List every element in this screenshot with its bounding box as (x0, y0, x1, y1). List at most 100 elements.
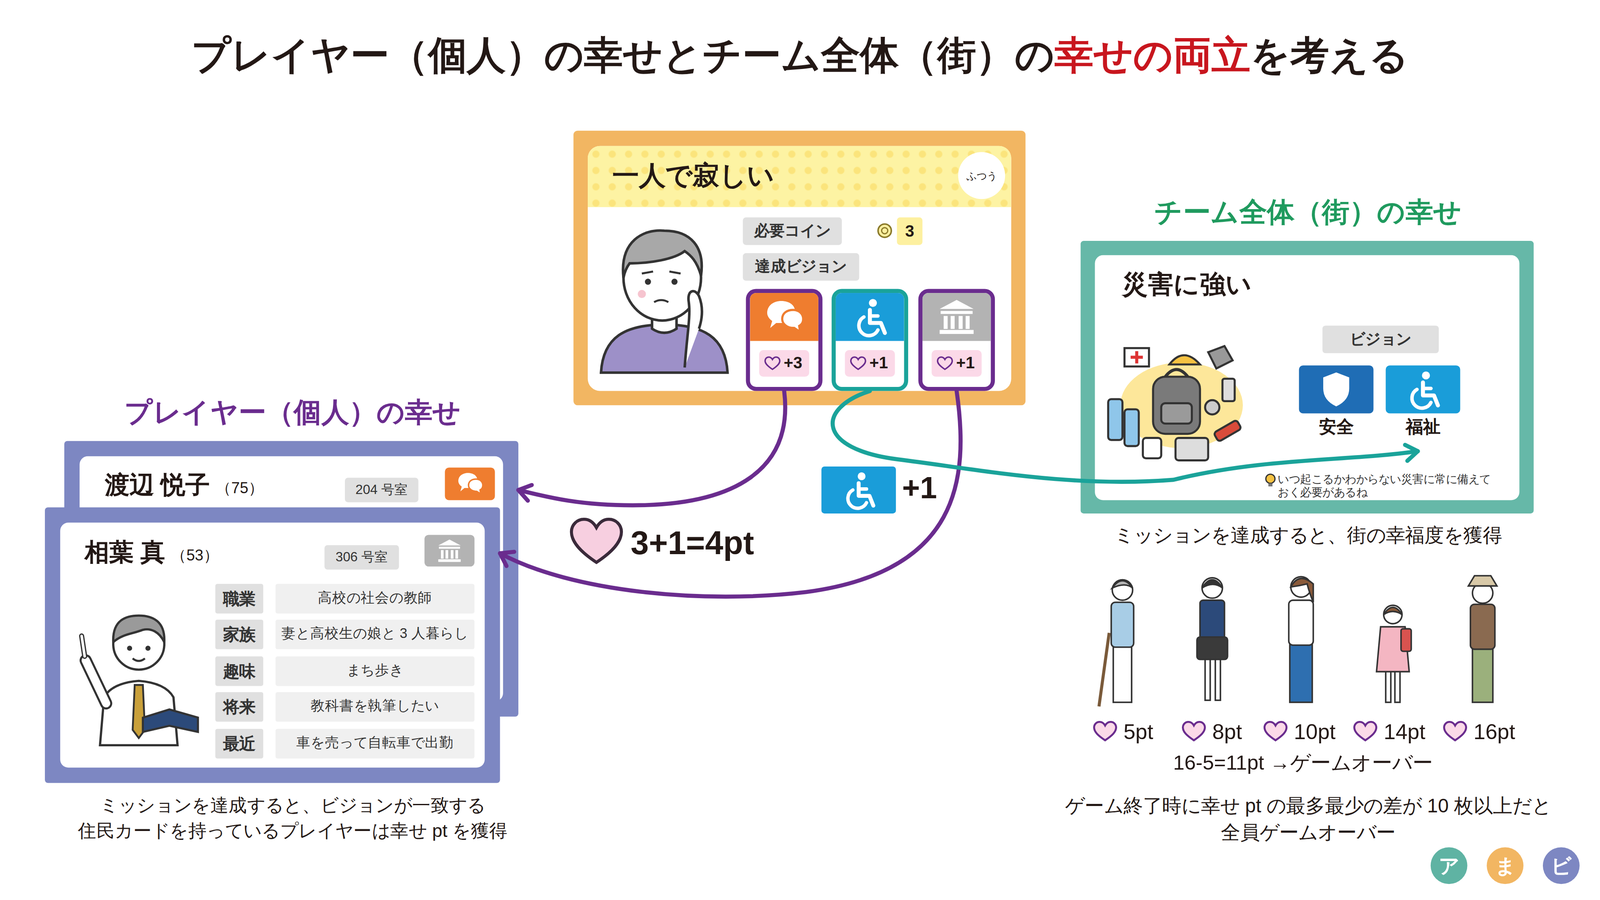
wheel-icon-box (821, 466, 896, 514)
wheel-icon (1385, 365, 1461, 414)
vision-card: 災害に強いいつ起こるかわからない災害に常に備えておく必要があるね ビジョン安全福祉 (1080, 240, 1534, 514)
wheel-icon (835, 292, 905, 341)
text-label: いつ起こるかわからない災害に常に備えておく必要があるね (1277, 472, 1497, 499)
text-label: ビ (1550, 853, 1572, 877)
text-label: ゲーム終了時に幸せ pt の最多最少の差が 10 枚以上だと 全員ゲームオーバー (1032, 793, 1584, 846)
coin-value: 3 (897, 217, 923, 246)
teacher-figure (71, 597, 204, 746)
connector (832, 391, 1419, 482)
text-label: 教科書を執筆したい (310, 699, 440, 715)
text-label: 最近 (223, 734, 256, 752)
supplies-illustration (1101, 341, 1251, 465)
wheel-icon-box (835, 292, 905, 341)
vision-box: +1 (918, 288, 995, 391)
label-slot: 5pt (1123, 718, 1154, 745)
text-slot: 一人で寂しい (612, 160, 775, 193)
text-label: 14pt (1383, 718, 1426, 745)
table-key: 将来 (215, 691, 264, 722)
text-label: ふつう (966, 169, 997, 182)
chat-icon-box (749, 292, 819, 341)
text-label: 福祉 (1385, 417, 1461, 438)
text-label: ア (1438, 853, 1460, 877)
text-label: 16pt (1473, 718, 1516, 745)
label-slot: ミッションを達成すると、ビジョンが一致する 住民カードを持っているプレイヤーは幸… (37, 793, 549, 845)
text-slot: +3 (783, 352, 803, 375)
text-slot: +1 (955, 352, 975, 375)
connector-line (518, 391, 786, 506)
logo-circle: ま (1486, 846, 1524, 884)
label-slot: 14pt (1383, 718, 1426, 745)
text-label: プレイヤー（個人）の幸せ (78, 396, 508, 430)
text-label: 204 号室 (355, 482, 408, 497)
label-slot: ミッションを達成すると、街の幸福度を獲得 (1022, 524, 1594, 548)
label-slot: ゲーム終了時に幸せ pt の最多最少の差が 10 枚以上だと 全員ゲームオーバー (1032, 793, 1584, 846)
vision-box: +3 (746, 288, 823, 391)
label-slot: プレイヤー（個人）の幸せ (78, 396, 508, 430)
chat-icon-box (444, 467, 495, 500)
connector (500, 391, 961, 597)
label-slot: 3+1=4pt (630, 523, 755, 563)
big-heart (568, 516, 625, 567)
text-label: ま (1495, 853, 1516, 877)
bldg-icon (922, 292, 992, 341)
text-label: 8pt (1212, 718, 1242, 745)
logo-circle: ビ (1542, 846, 1580, 884)
room-tag: 306 号室 (324, 545, 400, 570)
coin-icon (876, 222, 893, 240)
chat-icon (749, 292, 819, 341)
title-slot: プレイヤー（個人）の幸せとチーム全体（街）の幸せの両立を考える (34, 32, 1566, 80)
heart-icon (764, 356, 781, 371)
text-label: 妻と高校生の娘と 3 人暮らし (281, 626, 469, 642)
label-slot: 8pt (1212, 718, 1242, 745)
text-label: ミッションを達成すると、ビジョンが一致する 住民カードを持っているプレイヤーは幸… (37, 793, 549, 845)
lonely-person (597, 214, 732, 373)
logo-circle: ア (1430, 846, 1468, 884)
text-label: 相葉 真 (84, 537, 166, 568)
title: プレイヤー（個人）の幸せとチーム全体（街）の幸せの両立を考える (34, 32, 1566, 80)
edge-label-slot: +1 (902, 469, 938, 507)
wheel-icon (821, 466, 896, 514)
text-label: （53） (170, 545, 219, 565)
text-label: 趣味 (223, 661, 256, 680)
text-label: 5pt (1123, 718, 1154, 745)
text-slot: 福祉 (1385, 417, 1461, 438)
connector-line (832, 391, 1419, 482)
arrow-head (518, 484, 532, 501)
text-label: 車を売って自転車で出勤 (296, 735, 454, 752)
label-slot: チーム全体（街）の幸せ (1093, 195, 1523, 229)
difficulty-badge: ふつう (958, 151, 1006, 199)
table-value: 車を売って自転車で出勤 (275, 728, 475, 759)
vision-box: +1 (831, 288, 909, 391)
field-tag: ビジョン (1322, 325, 1439, 353)
text-label: 渡辺 悦子 (104, 470, 210, 500)
arrow-head (500, 551, 515, 566)
connector (518, 391, 786, 506)
mission-card: 一人で寂しい ふつう必要コイン 3 達成ビジョン +3 +1 +1 (573, 130, 1026, 406)
text-label: 3+1=4pt (630, 523, 755, 563)
table-value: 妻と高校生の娘と 3 人暮らし (275, 619, 475, 650)
table-key: 趣味 (215, 655, 264, 686)
vision-item: 安全 (1299, 365, 1374, 452)
text-label: 高校の社会の教師 (317, 590, 433, 606)
bldg-icon (424, 534, 475, 567)
bldg-icon-box (922, 292, 992, 341)
text-slot: いつ起こるかわからない災害に常に備えておく必要があるね (1277, 472, 1497, 499)
label-slot: 16pt (1473, 718, 1516, 745)
text-slot: 災害に強い (1122, 268, 1252, 299)
text-label: 将来 (223, 697, 256, 716)
text-label: 家族 (223, 625, 256, 643)
name-row: 渡辺 悦子（75） (104, 470, 264, 500)
vision-item: 福祉 (1385, 365, 1461, 452)
text-slot: +1 (869, 352, 888, 375)
edge-label: +1 (902, 469, 938, 507)
residents-illustration (1086, 571, 1516, 715)
text-label: 必要コイン (754, 222, 831, 240)
label-slot: 10pt (1294, 718, 1336, 745)
text-label: 職業 (223, 589, 256, 608)
table-key: 職業 (215, 583, 264, 614)
text-label: 達成ビジョン (754, 258, 847, 276)
text-label: 安全 (1299, 417, 1374, 438)
resident-card: 相葉 真（53） 306 号室職業 高校の社会の教師家族 妻と高校生の娘と 3 人暮ら… (44, 506, 500, 783)
room-tag: 204 号室 (344, 477, 419, 503)
